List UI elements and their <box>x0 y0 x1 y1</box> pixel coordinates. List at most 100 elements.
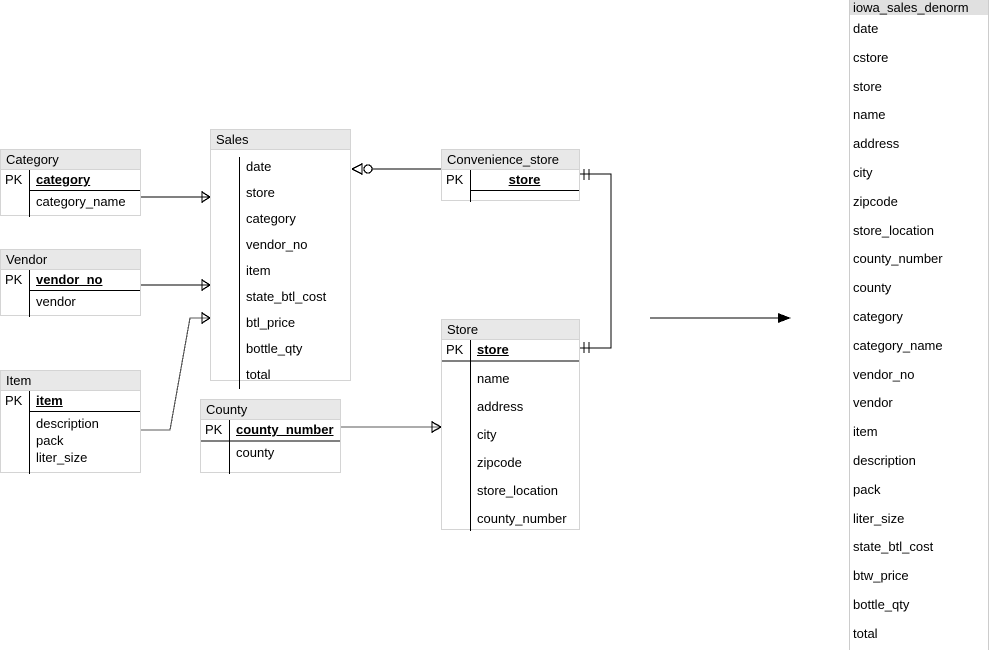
attribute-county: county <box>236 445 275 460</box>
crowfoot-sales-convenience <box>351 163 363 175</box>
pk-row-county: PK county_number <box>201 420 340 440</box>
denorm-table-panel[interactable]: iowa_sales_denorm date cstore store name… <box>849 0 989 650</box>
pk-divider <box>239 157 240 389</box>
denorm-column: bottle_qty <box>853 596 910 612</box>
denorm-column: pack <box>853 481 881 497</box>
pk-divider <box>470 340 471 531</box>
attribute-btl-price: btl_price <box>246 315 296 330</box>
attribute-store: store <box>246 185 275 200</box>
pk-row-convenience-store: PK store <box>442 170 579 190</box>
denorm-column: vendor <box>853 395 893 411</box>
denorm-column: state_btl_cost <box>853 539 934 555</box>
attribute-vendor-no: vendor_no <box>246 237 308 252</box>
denorm-column: liter_size <box>853 510 905 526</box>
pk-divider <box>29 170 30 217</box>
attribute-total: total <box>246 367 271 382</box>
pk-field-vendor: vendor_no <box>36 272 103 287</box>
attribute-item: item <box>246 263 271 278</box>
denorm-column: item <box>853 424 878 440</box>
denorm-column: date <box>853 21 879 36</box>
denorm-column: cstore <box>853 49 889 65</box>
one-marker-store <box>583 342 590 353</box>
pk-row-item: PK item <box>1 391 140 411</box>
attribute-state-btl-cost: state_btl_cost <box>246 289 327 304</box>
pk-label: PK <box>205 422 223 437</box>
entity-county[interactable]: County PK county_number county <box>200 399 341 474</box>
entity-title-vendor: Vendor <box>1 250 140 270</box>
denorm-column: total <box>853 625 878 641</box>
one-marker-convenience <box>583 169 590 180</box>
pk-separator <box>442 360 579 362</box>
attribute-county-number: county_number <box>477 511 567 526</box>
attribute-store-location: store_location <box>477 483 558 498</box>
pk-field-convenience-store: store <box>508 172 541 187</box>
denorm-column: zipcode <box>853 193 898 209</box>
denorm-column: county_number <box>853 251 943 267</box>
pk-separator <box>29 190 140 191</box>
pk-label: PK <box>5 393 23 408</box>
denorm-column: county <box>853 280 892 296</box>
pk-separator <box>201 440 340 442</box>
entity-title-sales: Sales <box>211 130 350 150</box>
zero-marker-sales-convenience <box>363 164 373 174</box>
entity-title-store: Store <box>442 320 579 340</box>
pk-divider <box>29 270 30 317</box>
denorm-column: description <box>853 452 916 468</box>
pk-field-category: category <box>36 172 91 187</box>
attribute-vendor: vendor <box>36 294 76 309</box>
attribute-city: city <box>477 427 497 442</box>
denorm-column: store_location <box>853 222 934 238</box>
denorm-column: vendor_no <box>853 366 915 382</box>
link-convenience-store-store <box>580 173 612 349</box>
pk-separator <box>470 190 579 191</box>
attribute-description: description <box>36 416 99 431</box>
attribute-category-name: category_name <box>36 194 126 209</box>
entity-title-item: Item <box>1 371 140 391</box>
pk-field-county-number: county_number <box>236 422 334 437</box>
pk-row-category: PK category <box>1 170 140 190</box>
pk-label: PK <box>446 172 464 187</box>
pk-separator <box>29 411 140 412</box>
entity-vendor[interactable]: Vendor PK vendor_no vendor <box>0 249 141 317</box>
attribute-bottle-qty: bottle_qty <box>246 341 303 356</box>
denorm-column: category <box>853 308 903 324</box>
attribute-liter-size: liter_size <box>36 450 88 465</box>
denorm-panel-title: iowa_sales_denorm <box>850 0 988 15</box>
denorm-column: address <box>853 136 900 152</box>
crowfoot-item-sales <box>201 312 211 324</box>
entity-convenience-store[interactable]: Convenience_store PK store <box>441 149 580 202</box>
entity-title-category: Category <box>1 150 140 170</box>
denorm-column: btw_price <box>853 568 909 584</box>
pk-field-item: item <box>36 393 63 408</box>
attribute-address: address <box>477 399 524 414</box>
entity-store[interactable]: Store PK store name address city zipcode… <box>441 319 580 531</box>
entity-sales[interactable]: Sales date store category vendor_no item… <box>210 129 351 389</box>
pk-divider <box>470 170 471 202</box>
pk-divider <box>229 420 230 474</box>
pk-separator <box>29 290 140 291</box>
pk-row-vendor: PK vendor_no <box>1 270 140 290</box>
attribute-zipcode: zipcode <box>477 455 522 470</box>
entity-title-convenience-store: Convenience_store <box>442 150 579 170</box>
crowfoot-category-sales <box>201 191 211 203</box>
pk-divider <box>29 391 30 474</box>
entity-category[interactable]: Category PK category category_name <box>0 149 141 217</box>
crowfoot-vendor-sales <box>201 279 211 291</box>
flow-arrow-head <box>778 313 791 323</box>
denorm-column: city <box>853 164 873 180</box>
pk-label: PK <box>446 342 464 357</box>
pk-field-store: store <box>477 342 509 357</box>
denorm-column: store <box>853 78 882 94</box>
entity-title-county: County <box>201 400 340 420</box>
pk-label: PK <box>5 272 23 287</box>
entity-item[interactable]: Item PK item description pack liter_size <box>0 370 141 474</box>
pk-label: PK <box>5 172 23 187</box>
denorm-column: category_name <box>853 337 943 353</box>
attribute-category: category <box>246 211 296 226</box>
crowfoot-county-store <box>431 421 442 433</box>
pk-row-store: PK store <box>442 340 579 360</box>
denorm-column: name <box>853 107 886 123</box>
attribute-date: date <box>246 159 272 174</box>
attribute-name: name <box>477 371 510 386</box>
